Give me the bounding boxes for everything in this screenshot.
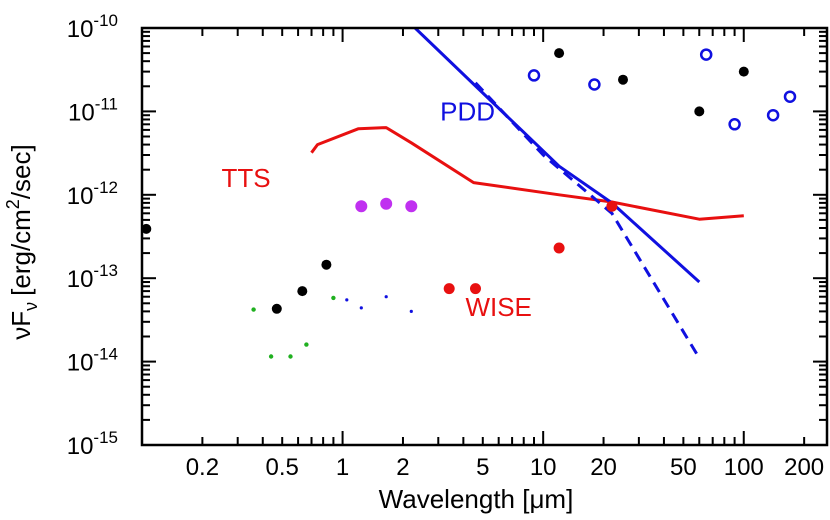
series-line-2 <box>474 81 701 359</box>
x-tick-label: 5 <box>476 454 489 481</box>
y-axis-title-tail: /sec] <box>6 144 36 199</box>
y-tick-base: 10 <box>67 266 94 293</box>
y-tick-exp: -14 <box>93 345 118 364</box>
data-point <box>783 90 797 103</box>
y-tick-label: 10-10 <box>67 11 118 43</box>
x-axis-title: Wavelength [μm] <box>379 484 574 514</box>
series-line-0 <box>310 126 744 221</box>
x-tick-label: 2 <box>396 454 409 481</box>
annotation-tts: TTS <box>221 163 270 193</box>
x-tick-label: 0.2 <box>186 454 219 481</box>
data-point <box>359 306 363 310</box>
data-point <box>409 309 413 313</box>
plot-frame <box>140 26 829 447</box>
y-tick-label: 10-13 <box>67 261 118 293</box>
y-tick-label: 10-14 <box>67 345 118 377</box>
data-point <box>405 200 418 213</box>
data-point <box>345 298 349 302</box>
y-tick-base: 10 <box>67 16 94 43</box>
data-point <box>384 295 388 299</box>
data-point <box>618 74 628 85</box>
y-axis-title-sup: 2 <box>3 199 23 209</box>
y-axis-title-nu: ν <box>6 327 36 340</box>
x-tick-label: 100 <box>724 454 764 481</box>
y-tick-exp: -10 <box>93 11 118 30</box>
data-point <box>699 48 713 61</box>
x-tick-label: 0.5 <box>266 454 299 481</box>
data-point <box>251 307 256 312</box>
data-point <box>554 48 565 59</box>
data-point <box>553 242 565 254</box>
data-point <box>527 69 541 82</box>
y-tick-label: 10-15 <box>67 428 118 460</box>
y-tick-exp: -15 <box>93 428 118 447</box>
data-point <box>331 295 336 301</box>
y-tick-label: 10-12 <box>67 178 118 210</box>
annotation-wise: WISE <box>465 292 531 322</box>
data-point <box>606 200 618 212</box>
annotation-pdd: PDD <box>440 96 495 126</box>
data-point <box>588 78 601 91</box>
data-point <box>268 354 274 359</box>
x-tick-label: 1 <box>336 454 349 481</box>
x-tick-label: 50 <box>670 454 697 481</box>
data-point <box>321 259 332 270</box>
data-point <box>355 200 368 213</box>
data-point <box>728 118 741 131</box>
y-tick-exp: -11 <box>95 94 118 113</box>
y-tick-base: 10 <box>67 183 94 210</box>
data-point <box>766 108 780 122</box>
y-tick-base: 10 <box>67 433 94 460</box>
data-layer <box>142 28 797 359</box>
data-point <box>470 283 481 295</box>
x-tick-label: 20 <box>590 454 617 481</box>
y-tick-exp: -12 <box>93 178 118 197</box>
y-axis-title-sub: ν <box>21 302 41 311</box>
data-point <box>271 303 282 314</box>
y-tick-exp: -13 <box>93 261 118 280</box>
data-point <box>443 283 455 295</box>
y-axis-title-f: F <box>6 311 36 327</box>
data-point <box>297 286 308 297</box>
data-point <box>694 106 705 117</box>
tick-layer <box>141 28 827 446</box>
data-point <box>738 66 749 77</box>
y-axis-title: νFν [erg/cm2/sec] <box>3 144 41 340</box>
data-point <box>304 342 309 347</box>
y-tick-base: 10 <box>68 99 95 126</box>
y-tick-base: 10 <box>67 350 94 377</box>
x-tick-label: 10 <box>530 454 557 481</box>
data-point <box>288 354 293 359</box>
x-tick-label: 200 <box>784 454 824 481</box>
data-point <box>380 197 393 210</box>
y-tick-label: 10-11 <box>68 94 118 126</box>
y-axis-title-bracket: [erg/cm <box>6 209 36 296</box>
